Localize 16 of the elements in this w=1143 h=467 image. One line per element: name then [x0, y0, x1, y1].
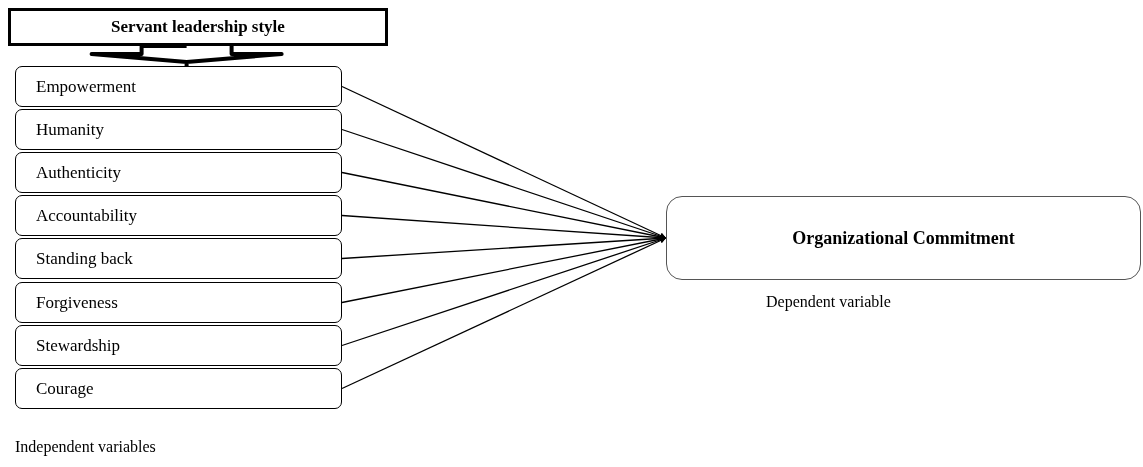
header-box: Servant leadership style: [8, 8, 388, 46]
outcome-box: Organizational Commitment: [666, 196, 1141, 280]
variable-caption: Dependent variable: [766, 292, 891, 313]
variable-box: Courage: [15, 368, 342, 409]
variable-box: Authenticity: [15, 152, 342, 193]
arrow: [341, 237, 667, 347]
arrow: [341, 128, 667, 239]
variable-box: Forgiveness: [15, 282, 342, 323]
variable-box: Standing back: [15, 238, 342, 279]
block-arrow: [89, 44, 284, 67]
arrow: [341, 237, 667, 390]
variable-box: Accountability: [15, 195, 342, 236]
variable-box: Humanity: [15, 109, 342, 150]
variable-box: Stewardship: [15, 325, 342, 366]
variable-box: Empowerment: [15, 66, 342, 107]
variable-caption: Independent variables: [15, 437, 156, 458]
